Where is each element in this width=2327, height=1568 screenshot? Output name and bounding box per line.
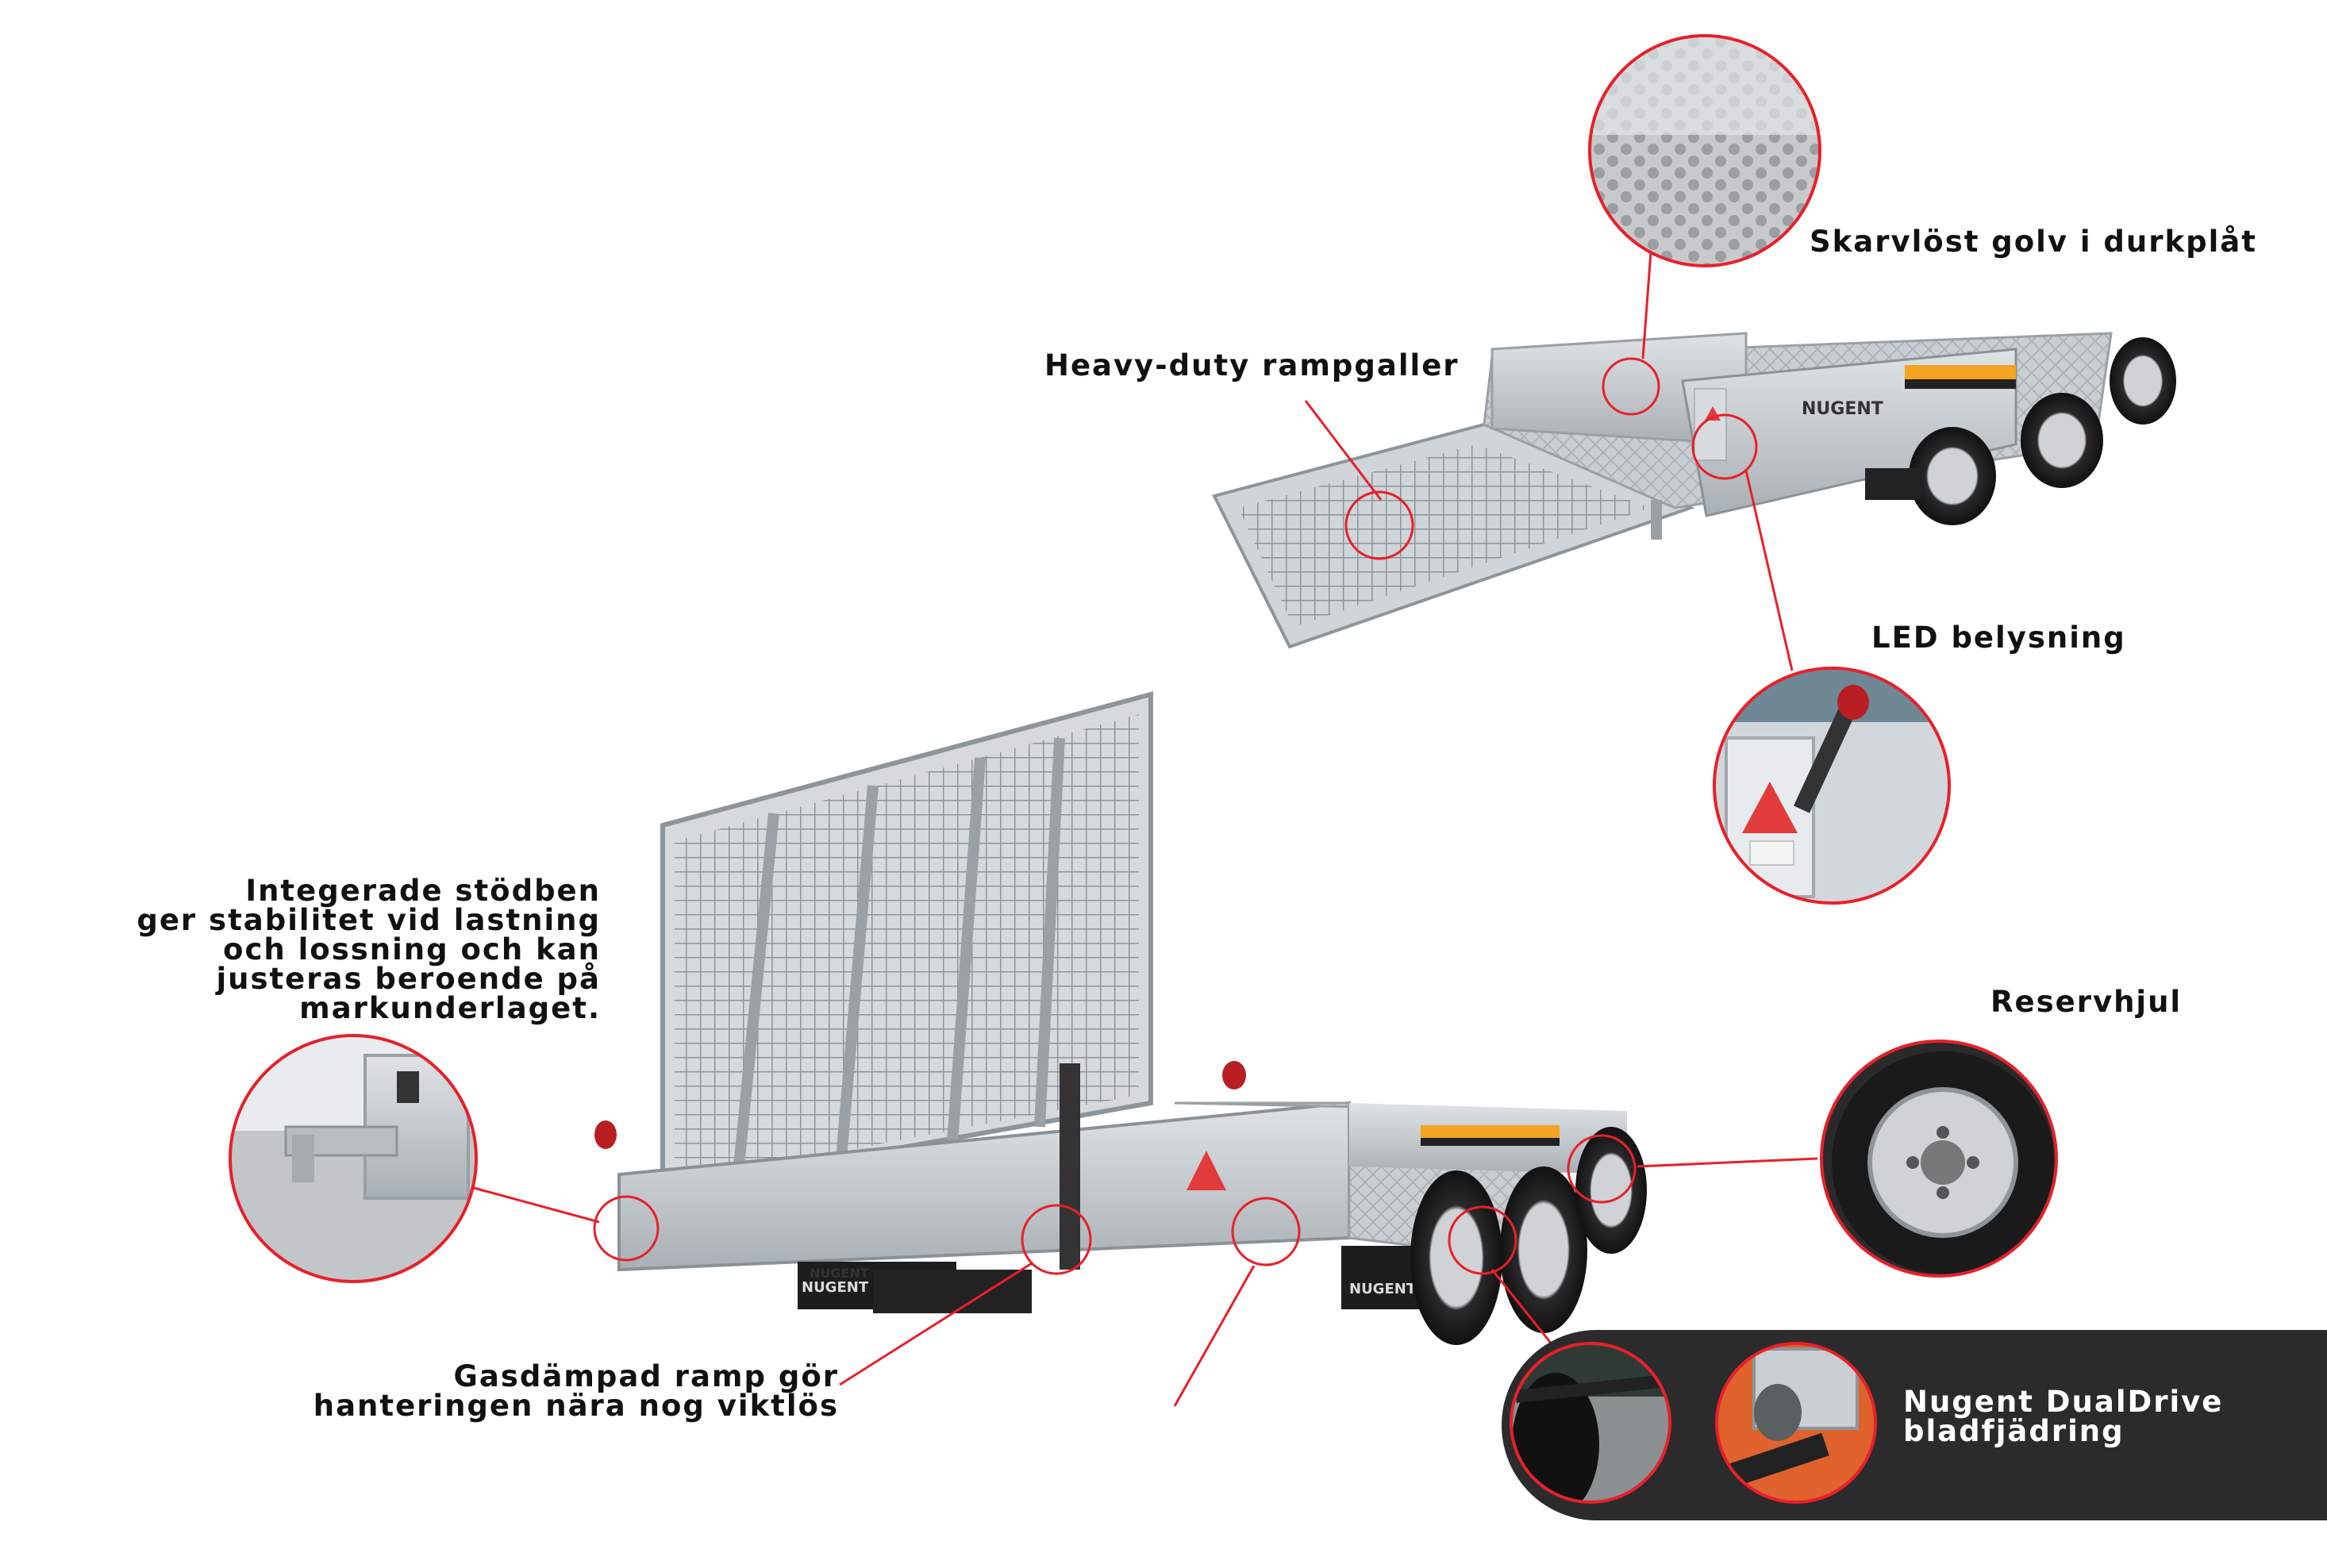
detail-led-closeup — [1713, 667, 1951, 905]
trailer-brand-rear: NUGENT — [810, 1266, 869, 1281]
callout-line-extra — [1173, 1265, 1256, 1407]
trailer-brand-top: NUGENT — [1802, 399, 1883, 419]
callout-line-suspension — [1490, 1269, 1557, 1350]
callout-ramp-grid: Heavy-duty rampgaller — [1044, 348, 1460, 382]
callout-line-led — [1744, 470, 1794, 671]
callout-rings — [593, 357, 1758, 1275]
mudflap-brand-1: NUGENT — [802, 1279, 869, 1296]
callout-lines — [473, 252, 1818, 1407]
callout-line-gas-ramp — [839, 1262, 1033, 1386]
callout-line-legs — [473, 1186, 600, 1224]
callout-spare-wheel: Reservhjul — [1990, 985, 2183, 1019]
plant-trailer-image: NUGENT NUGENT NUGENT — [594, 691, 1647, 1345]
callout-gas-ramp: Gasdämpad ramp gör hanteringen nära nog … — [313, 1359, 839, 1423]
mudflap-brand-2: NUGENT — [1349, 1281, 1417, 1297]
detail-spare-wheel-closeup — [1820, 1040, 2058, 1278]
callout-led: LED belysning — [1871, 621, 2126, 655]
callout-floor: Skarvlöst golv i durkplåt — [1810, 225, 2257, 259]
callout-line-ramp-grid — [1304, 400, 1383, 501]
tipping-trailer-image: NUGENT — [1212, 332, 2176, 649]
detail-floor-closeup — [1588, 34, 1821, 267]
callout-line-spare — [1637, 1157, 1818, 1168]
callout-suspension: Nugent DualDrive bladfjädring — [1903, 1385, 2224, 1448]
detail-support-legs-closeup — [229, 1034, 478, 1283]
callout-support-legs: Integerade stödben ger stabilitet vid la… — [137, 874, 601, 1025]
callout-line-floor — [1641, 252, 1652, 359]
detail-suspension-closeup-2 — [1715, 1342, 1877, 1504]
